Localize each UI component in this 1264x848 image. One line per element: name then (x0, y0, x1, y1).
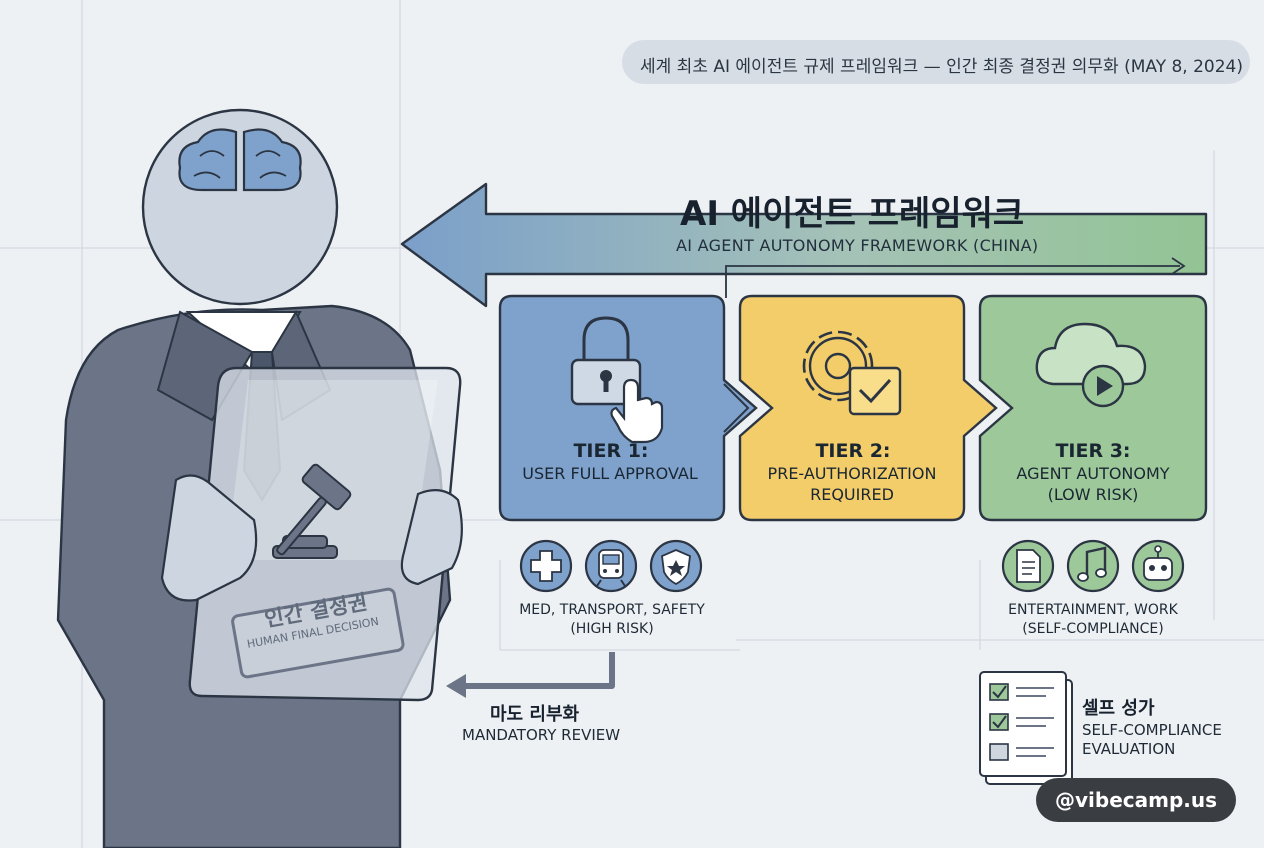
review-title-ko: 마도 리부화 (490, 704, 580, 725)
document-icon (1001, 539, 1055, 593)
review-title-en: MANDATORY REVIEW (462, 726, 621, 744)
tier2-desc: PRE-AUTHORIZATION REQUIRED (767, 464, 937, 504)
header-title: 세계 최초 AI 에이전트 규제 프레임워크 — 인간 최종 결정권 의무화 (… (640, 57, 1244, 77)
review-arrow-head (446, 674, 466, 698)
tier1-title: TIER 1: (573, 440, 649, 462)
police-badge-icon (649, 539, 703, 593)
right-hand (400, 489, 463, 586)
self-eval-title-ko: 셀프 성가 (1082, 698, 1155, 719)
header-pill (622, 40, 1250, 84)
tier3-desc: AGENT AUTONOMY (LOW RISK) (1016, 464, 1170, 504)
high-risk-caption-line2: (HIGH RISK) (570, 621, 654, 637)
tier2-title: TIER 2: (815, 440, 891, 462)
decision-stamp (231, 587, 405, 679)
framework-arrow (400, 182, 1208, 308)
gear-check-icon (802, 330, 902, 416)
tier3-box (978, 294, 1208, 522)
low-risk-caption-line2: (SELF-COMPLIANCE) (1022, 621, 1164, 637)
tier-connector-1 (723, 383, 750, 433)
credit-badge (1036, 778, 1236, 822)
gavel-icon (272, 463, 352, 559)
left-hand (160, 474, 258, 602)
lock-hand-icon (570, 316, 664, 444)
brain-icon (178, 128, 302, 192)
music-note-icon (1066, 539, 1120, 593)
low-risk-caption-line1: ENTERTAINMENT, WORK (1008, 602, 1178, 618)
self-eval-line2: EVALUATION (1082, 740, 1176, 758)
framework-arrow-inner-line (725, 265, 1180, 298)
high-risk-caption-line1: MED, TRANSPORT, SAFETY (519, 602, 705, 618)
head-circle (141, 108, 339, 306)
self-eval-line1: SELF-COMPLIANCE (1082, 721, 1222, 739)
checklist-icon (979, 671, 1073, 785)
suit-lapel-left (156, 310, 254, 422)
credit-text[interactable]: @vibecamp.us (1054, 788, 1218, 812)
framework-title: AI 에이전트 프레임워크 (680, 194, 1025, 234)
train-icon (584, 539, 638, 593)
cloud-play-icon (1035, 322, 1147, 408)
framework-arrow-inner-head (1171, 257, 1186, 275)
tier1-desc: USER FULL APPROVAL (522, 464, 698, 483)
robot-icon (1131, 539, 1185, 593)
review-arrow-line (462, 652, 615, 689)
framework-subtitle: AI AGENT AUTONOMY FRAMEWORK (CHINA) (676, 236, 1039, 255)
tier3-title: TIER 3: (1055, 440, 1131, 462)
medical-cross-icon (519, 539, 573, 593)
